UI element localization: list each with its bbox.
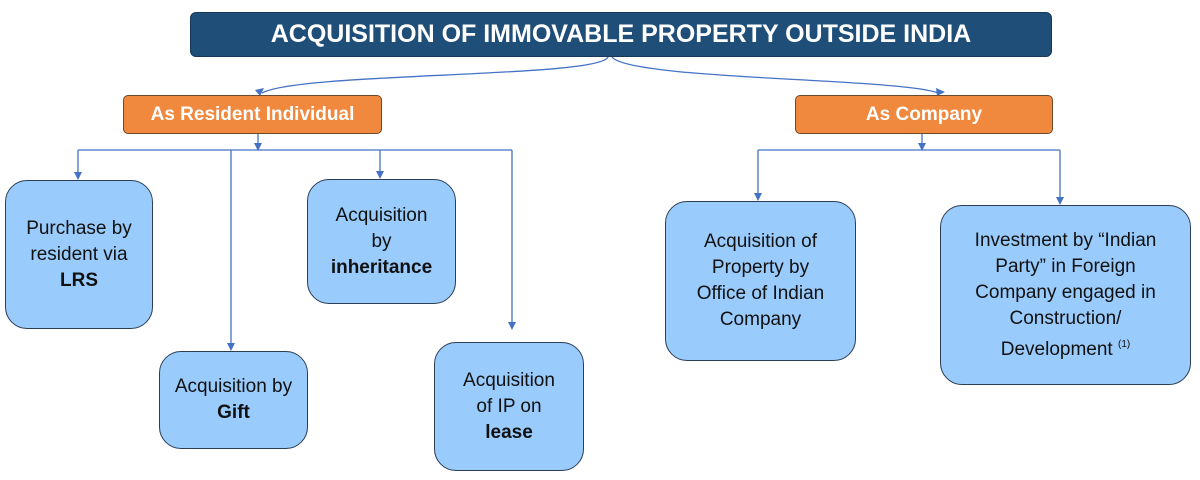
node-text: Acquisition by <box>335 204 428 252</box>
node-text: Purchase by resident via <box>26 217 132 265</box>
node-text: Acquisition by <box>174 376 293 397</box>
link-title-company <box>611 56 939 94</box>
node-text: Investment by “Indian Party” in Foreign … <box>974 229 1157 360</box>
node-inheritance: Acquisition by inheritance <box>307 179 456 304</box>
node-office-indian-company: Acquisition of Property by Office of Ind… <box>665 201 856 361</box>
node-bold-text: Gift <box>217 402 250 423</box>
node-bold-text: lease <box>485 421 533 443</box>
footnote-marker: (1) <box>1118 338 1131 350</box>
category-resident-individual: As Resident Individual <box>123 95 382 134</box>
diagram-title: ACQUISITION OF IMMOVABLE PROPERTY OUTSID… <box>190 12 1052 57</box>
node-bold-text: inheritance <box>330 256 433 278</box>
node-gift: Acquisition by Gift <box>159 351 308 449</box>
node-lease: Acquisition of IP on lease <box>434 342 584 471</box>
node-investment-indian-party: Investment by “Indian Party” in Foreign … <box>940 205 1191 385</box>
arrowheads <box>74 88 1064 351</box>
node-purchase-lrs: Purchase by resident via LRS <box>5 180 153 329</box>
link-title-resident <box>261 56 609 94</box>
category-company: As Company <box>795 95 1053 134</box>
node-text: Acquisition of Property by Office of Ind… <box>696 231 825 330</box>
node-text: Acquisition of IP on <box>463 369 555 417</box>
node-bold-text: LRS <box>60 269 98 291</box>
